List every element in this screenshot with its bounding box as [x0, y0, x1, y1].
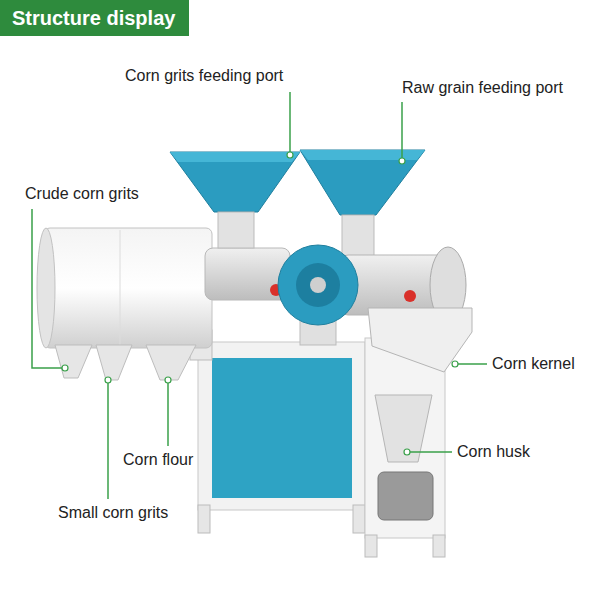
label-holder: Corn flour [123, 450, 193, 470]
label-holder: Corn kernel [492, 354, 575, 374]
part-label: Corn grits feeding port [125, 67, 283, 84]
hopper [170, 152, 300, 212]
hopper [300, 150, 425, 215]
outlet [96, 345, 132, 380]
label-holder: Corn husk [457, 442, 530, 462]
label-holder: Raw grain feeding port [402, 78, 563, 98]
label-holder: Crude corn grits [25, 184, 139, 204]
kernel-chute [368, 308, 472, 372]
part-label: Small corn grits [58, 504, 168, 521]
leg [353, 505, 365, 533]
part-label: Corn kernel [492, 355, 575, 372]
label-holder: Small corn grits [58, 503, 168, 523]
part-label: Raw grain feeding port [402, 79, 563, 96]
drum-end [37, 228, 55, 348]
hopper-neck [218, 212, 254, 248]
leg [365, 535, 377, 557]
drum-seam [120, 230, 121, 346]
title-text: Structure display [12, 7, 175, 29]
flywheel-inner [296, 263, 340, 307]
label-holder: Corn grits feeding port [125, 66, 283, 86]
drum [44, 228, 212, 348]
leg [198, 505, 210, 533]
hopper-neck [342, 215, 374, 257]
outlet [55, 345, 92, 378]
hopper-rim [170, 152, 300, 162]
part-label: Corn husk [457, 443, 530, 460]
frame [198, 342, 365, 510]
motor [378, 472, 433, 520]
part-label: Corn flour [123, 451, 193, 468]
grinder-housing [205, 248, 290, 300]
flywheel [278, 245, 358, 325]
leg [433, 535, 445, 557]
cabinet-panel [212, 358, 352, 498]
leader-lines [32, 92, 487, 499]
hub [310, 277, 326, 293]
title-banner: Structure display [0, 0, 189, 36]
handle-knob [404, 290, 416, 302]
hopper-rim [300, 150, 425, 160]
part-label: Crude corn grits [25, 185, 139, 202]
outlet [146, 345, 196, 380]
